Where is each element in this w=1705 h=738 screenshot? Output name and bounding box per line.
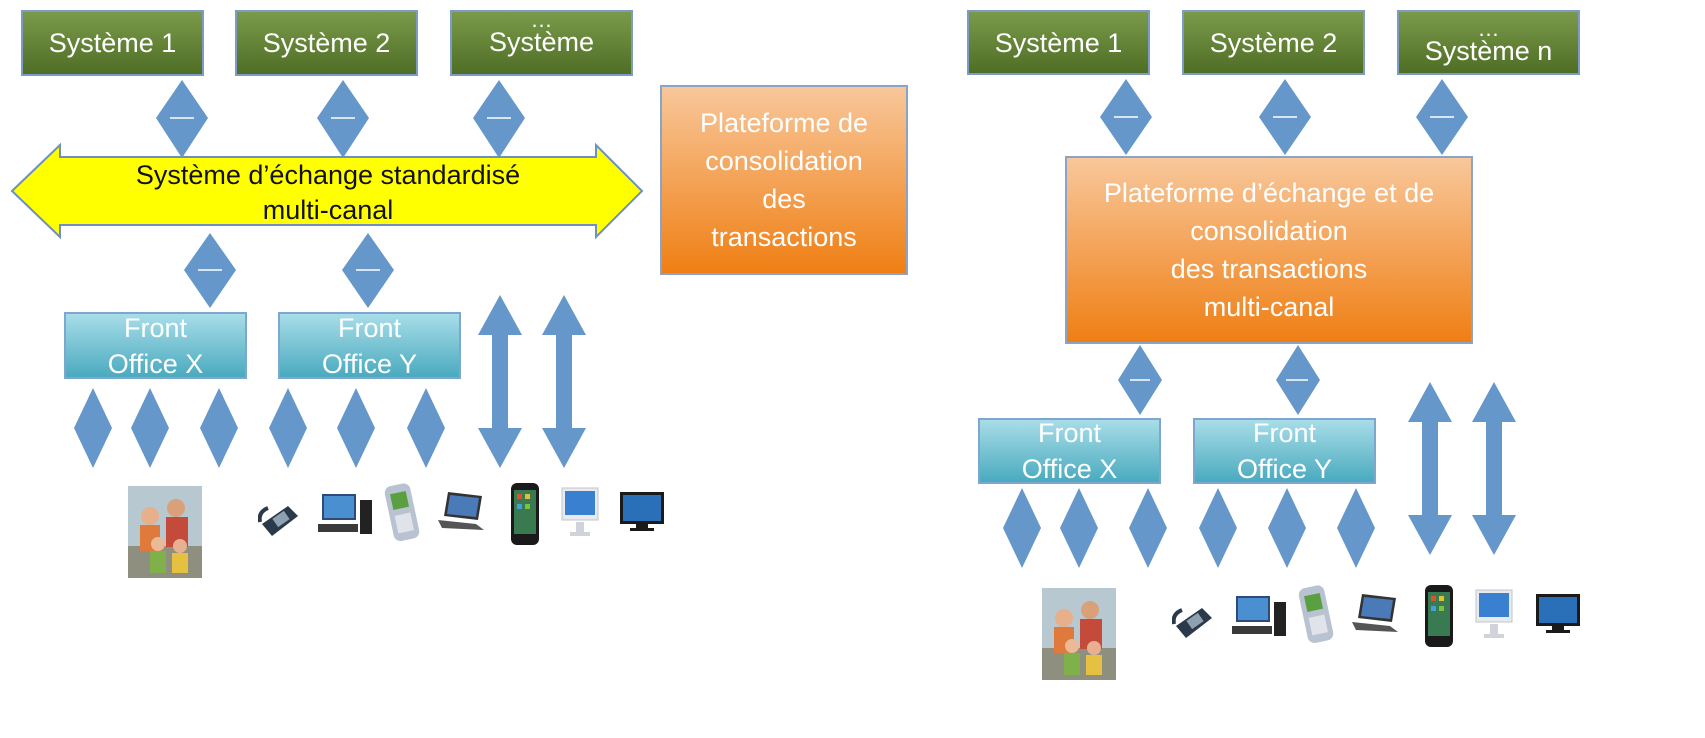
channel-arrow xyxy=(1129,488,1167,568)
channel-arrow xyxy=(1337,488,1375,568)
laptop-icon xyxy=(1352,594,1398,632)
left-system-n-label: Système xyxy=(488,27,595,57)
right-front-office-y-box: Front Office Y xyxy=(1193,418,1376,484)
right-platform-line4: multi-canal xyxy=(1203,292,1335,322)
right-front-office-x-line2: Office X xyxy=(1021,454,1118,484)
right-front-office-y-line2: Office Y xyxy=(1236,454,1333,484)
exchange-band-line1: Système d’échange standardisé xyxy=(135,160,521,190)
imac-icon xyxy=(561,487,599,536)
long-double-arrow-1 xyxy=(1408,382,1452,555)
right-platform-line1: Plateforme d’échange et de xyxy=(1103,178,1435,208)
left-front-office-y-line1: Front xyxy=(337,312,402,343)
family-photo-icon xyxy=(1042,588,1116,680)
channel-arrow xyxy=(1268,488,1306,568)
exchange-band-shape xyxy=(10,142,644,240)
laptop-icon xyxy=(438,492,484,530)
family-photo-icon xyxy=(128,486,202,578)
arrow-group xyxy=(10,79,1516,568)
channel-arrow xyxy=(200,388,238,468)
left-platform-line2: consolidation xyxy=(705,146,863,176)
mobile-phone-icon xyxy=(1298,585,1334,643)
left-platform-line3: des xyxy=(762,184,806,214)
channel-arrow xyxy=(407,388,445,468)
left-system-n-overflow-text: n xyxy=(530,72,544,99)
left-front-office-y-box: Front Office Y xyxy=(278,312,461,379)
channel-arrow xyxy=(269,388,307,468)
left-front-office-x-box: Front Office X xyxy=(64,312,247,379)
double-arrow-systemn-band xyxy=(473,80,525,158)
channel-arrow xyxy=(1060,488,1098,568)
channel-arrow xyxy=(1199,488,1237,568)
telephone-icon xyxy=(1172,608,1212,638)
left-front-office-y-line2: Office Y xyxy=(321,348,418,379)
long-double-arrow-1 xyxy=(478,295,522,468)
exchange-band-line2: multi-canal xyxy=(262,195,394,225)
telephone-icon xyxy=(258,506,298,536)
right-system-2-label: Système 2 xyxy=(1209,27,1338,58)
left-system-2-box: Système 2 xyxy=(235,10,418,76)
left-front-office-x-line1: Front xyxy=(123,312,188,343)
channel-arrow xyxy=(337,388,375,468)
right-exchange-platform-box: Plateforme d’échange et de consolidation… xyxy=(1065,156,1473,344)
channel-arrow xyxy=(74,388,112,468)
left-system-1-box: Système 1 xyxy=(21,10,204,76)
left-consolidation-platform-box: Plateforme de consolidation des transact… xyxy=(660,85,908,275)
long-double-arrow-2 xyxy=(542,295,586,468)
desktop-pc-icon xyxy=(1232,596,1286,636)
left-system-n-ellipsis: … xyxy=(530,7,553,32)
right-system-1-box: Système 1 xyxy=(967,10,1150,75)
left-platform-line4: transactions xyxy=(711,222,857,252)
tv-monitor-icon xyxy=(1536,594,1580,633)
left-system-2-label: Système 2 xyxy=(262,28,391,58)
right-system-n-box: … Système n xyxy=(1397,10,1580,75)
right-system-n-label: Système n xyxy=(1424,35,1553,66)
left-system-n-box: … Système xyxy=(450,7,633,76)
left-platform-line1: Plateforme de xyxy=(699,108,869,138)
left-front-office-x-line2: Office X xyxy=(107,348,204,379)
channel-arrow xyxy=(131,388,169,468)
smartphone-icon xyxy=(1425,585,1453,647)
long-double-arrow-2 xyxy=(1472,382,1516,555)
right-platform-line2: consolidation xyxy=(1190,216,1348,246)
mobile-phone-icon xyxy=(384,483,420,541)
desktop-pc-icon xyxy=(318,494,372,534)
right-front-office-x-box: Front Office X xyxy=(978,418,1161,484)
imac-icon xyxy=(1475,589,1513,638)
right-front-office-x-line1: Front xyxy=(1037,418,1102,448)
channel-arrow xyxy=(1003,488,1041,568)
left-system-1-label: Système 1 xyxy=(48,28,177,58)
right-system-n-ellipsis: … xyxy=(1477,15,1500,41)
exchange-band-text: Système d’échange standardisé multi-cana… xyxy=(60,158,596,228)
arrow-midlines xyxy=(170,116,1454,381)
tv-monitor-icon xyxy=(620,492,664,531)
smartphone-icon xyxy=(511,483,539,545)
double-arrow-system2-band xyxy=(317,80,369,158)
right-front-office-y-line1: Front xyxy=(1252,418,1317,448)
right-system-1-label: Système 1 xyxy=(994,27,1123,58)
right-platform-line3: des transactions xyxy=(1170,254,1368,284)
double-arrow-system1-band xyxy=(156,80,208,158)
right-system-2-box: Système 2 xyxy=(1182,10,1365,75)
